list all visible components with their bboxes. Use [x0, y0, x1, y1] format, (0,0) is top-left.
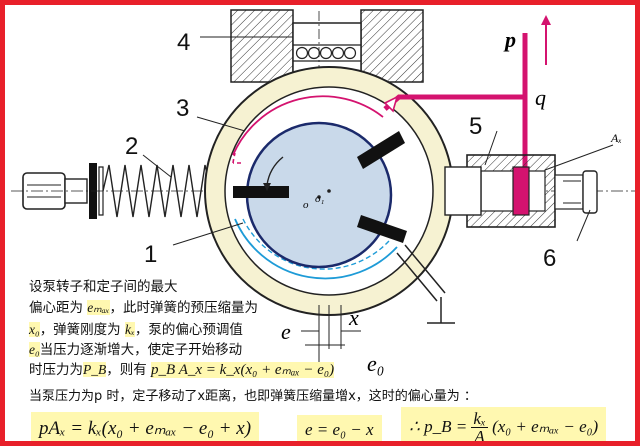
leader-ax [544, 144, 614, 171]
label-ax: Aₓ [611, 131, 622, 145]
text-line-1: 设泵转子和定子间的最大 [29, 279, 178, 295]
formula-2: e = e₀ − x [297, 415, 382, 441]
leader-3 [196, 116, 246, 132]
magenta-arc-dashed [232, 152, 236, 164]
label-5: 5 [469, 113, 483, 140]
cyan-arc-outer [234, 218, 398, 280]
right-cylinder [444, 154, 598, 228]
pump-diagram [11, 9, 635, 363]
label-2: 2 [125, 133, 139, 160]
text-line-3: x₀，弹簧刚度为 kₓ，泵的偏心预调值 [29, 322, 243, 338]
drain-line [396, 244, 455, 324]
label-q: q [535, 85, 546, 110]
top-balls [295, 46, 357, 60]
label-o1: o₁ [315, 193, 325, 205]
label-3: 3 [176, 95, 190, 122]
label-x: x [349, 305, 359, 330]
leader-5 [484, 130, 498, 166]
dimension-lines [301, 305, 361, 363]
magenta-arc-inner [232, 95, 384, 156]
label-6: 6 [543, 245, 557, 272]
label-e0: e₀ [367, 351, 385, 376]
label-o: o [303, 199, 309, 211]
formula-1: pAₓ = kₓ(x₀ + eₘₐₓ − e₀ + x) [31, 412, 260, 441]
text-line-4: e₀当压力逐渐增大，使定子开始移动 [29, 342, 243, 358]
leader-1 [172, 222, 244, 246]
text-line-5: 时压力为P_B，则有 p_B A_x = k_x(x₀ + eₘₐₓ − e₀) [29, 362, 335, 378]
left-screw [22, 163, 104, 219]
text-bottom: 当泵压力为p 时，定子移动了x距离，也即弹簧压缩量增x，这时的偏心量为 ： [29, 389, 477, 404]
leader-2 [142, 154, 172, 178]
label-e: e [281, 319, 291, 344]
vanes [233, 131, 407, 243]
label-p: p [505, 27, 516, 52]
formula-3: ∴ p_B = kₓ A (x₀ + eₘₐₓ − e₀) [401, 407, 607, 441]
label-1: 1 [144, 241, 158, 268]
label-4: 4 [177, 29, 191, 56]
text-line-2: 偏心距为 eₘₐₓ，此时弹簧的预压缩量为 [29, 300, 258, 316]
leader-6 [576, 209, 591, 242]
